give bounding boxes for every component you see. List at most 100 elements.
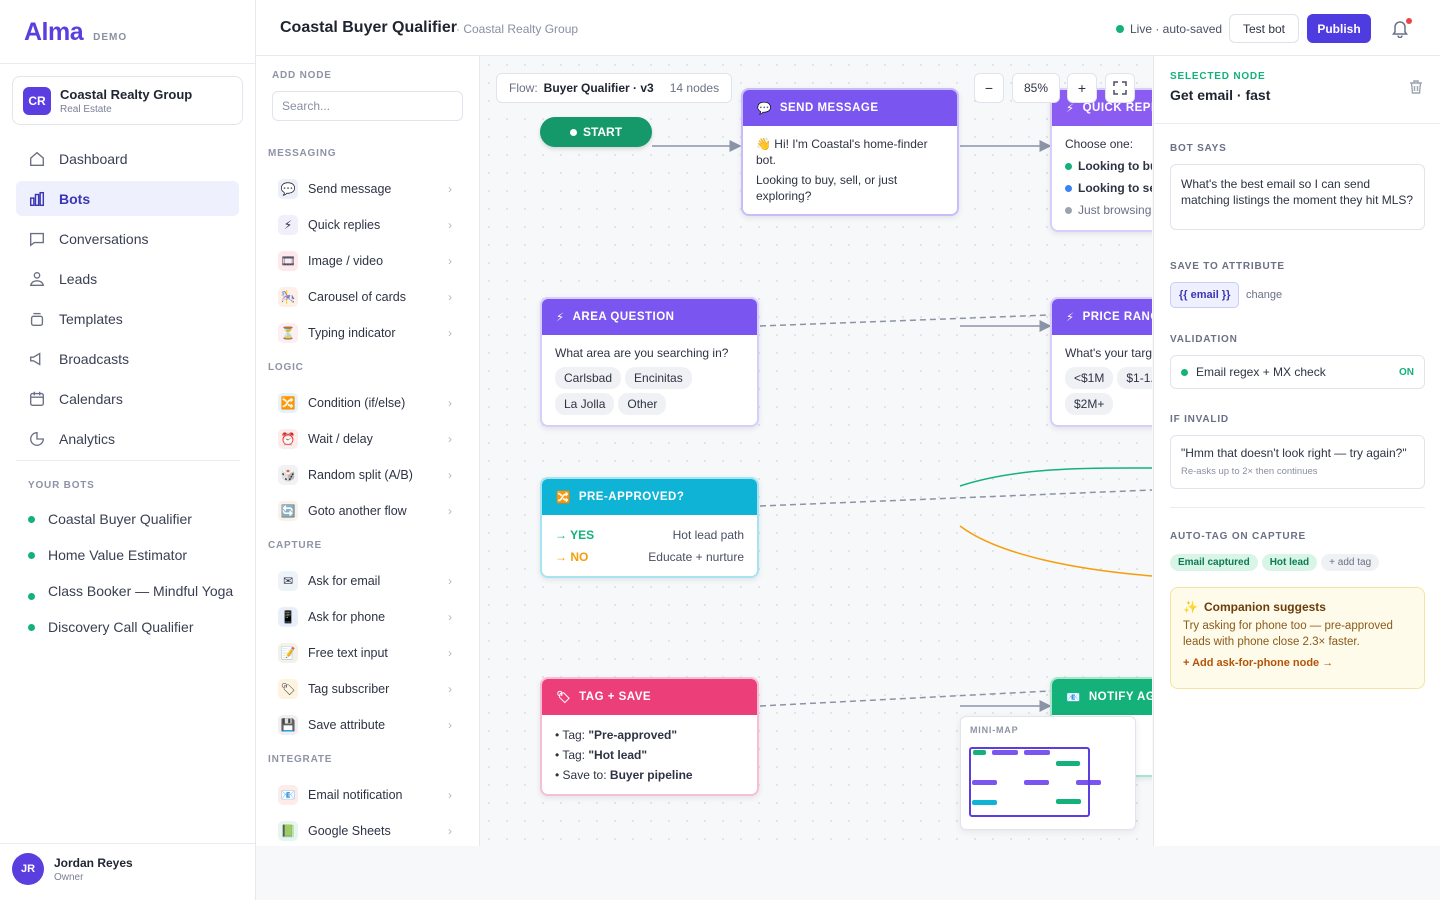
palette-item-label: Goto another flow <box>308 504 407 518</box>
save-attribute-label: SAVE TO ATTRIBUTE <box>1170 261 1285 272</box>
palette-item-tag-subscriber[interactable]: 🏷Tag subscriber› <box>268 671 468 707</box>
node-tag-save[interactable]: 🏷 TAG + SAVE • Tag: "Pre-approved" • Tag… <box>540 677 759 796</box>
bot-name: Coastal Buyer Qualifier <box>48 511 192 527</box>
palette-item-label: Email notification <box>308 788 403 802</box>
flow-canvas[interactable]: Flow: Buyer Qualifier · v3 14 nodes STAR… <box>480 56 1152 846</box>
palette-section-heading: LOGIC <box>268 362 304 373</box>
palette-item-ask-for-phone[interactable]: 📱Ask for phone› <box>268 599 468 635</box>
megaphone-icon <box>30 351 41 366</box>
minimap-node <box>1024 780 1049 785</box>
node-title: QUICK REPLIES <box>1082 102 1152 114</box>
palette-section-heading: INTEGRATE <box>268 754 333 765</box>
bot-says-textarea[interactable]: What's the best email so I can send matc… <box>1170 164 1425 230</box>
zoom-in-button[interactable]: + <box>1067 73 1097 103</box>
change-link[interactable]: change <box>1246 289 1283 301</box>
suggestion-text: Try asking for phone too — pre-approved … <box>1183 620 1393 648</box>
palette-item-label: Google Sheets <box>308 824 391 838</box>
connector-layer <box>652 140 1152 712</box>
test-bot-button[interactable]: Test bot <box>1229 14 1299 43</box>
bot-list-item[interactable]: Discovery Call Qualifier <box>28 618 238 636</box>
brand[interactable]: Alma DEMO <box>24 18 127 47</box>
bot-list-item[interactable]: Coastal Buyer Qualifier <box>28 510 238 528</box>
tag-chip[interactable]: Hot lead <box>1261 554 1318 571</box>
palette-item-image-video[interactable]: 🎞Image / video› <box>268 243 468 279</box>
validation-toggle[interactable]: Email regex + MX check ON <box>1170 355 1425 389</box>
workspace-type: Real Estate <box>60 103 112 115</box>
user-name: Jordan Reyes <box>54 855 133 870</box>
auto-tag-label: AUTO-TAG ON CAPTURE <box>1170 531 1306 542</box>
workspace-switcher[interactable]: CR Coastal Realty Group Real Estate <box>12 76 243 125</box>
palette-search-input[interactable]: Search... <box>272 91 463 121</box>
reply-intro: Choose one: <box>1065 137 1134 151</box>
companion-suggestion: ✨ Companion suggests Try asking for phon… <box>1170 587 1425 689</box>
chevron-right-icon: › <box>448 182 452 196</box>
node-header: 💬 SEND MESSAGE <box>743 90 957 126</box>
bot-list-item[interactable]: Home Value Estimator <box>28 546 238 564</box>
chat-icon <box>30 232 44 247</box>
add-phone-node-link[interactable]: + Add ask-for-phone node → <box>1183 657 1334 669</box>
tag-icon: 🏷 <box>556 692 572 704</box>
palette-item-label: Ask for phone <box>308 610 386 624</box>
lightning-icon: ⚡ <box>1066 103 1075 115</box>
node-type-icon: 🎲 <box>278 465 298 485</box>
nav-label: Broadcasts <box>59 350 130 367</box>
sparkle-icon: ✨ <box>1183 600 1198 614</box>
flow-name: Buyer Qualifier · v3 <box>543 81 654 95</box>
zoom-out-button[interactable]: − <box>974 73 1004 103</box>
palette-item-ask-for-email[interactable]: ✉Ask for email› <box>268 563 468 599</box>
palette-item-random-split-a-b[interactable]: 🎲Random split (A/B)› <box>268 457 468 493</box>
palette-item-save-attribute[interactable]: 💾Save attribute› <box>268 707 468 743</box>
blue-dot <box>1065 185 1072 192</box>
nav-item-broadcasts[interactable]: Broadcasts <box>16 341 239 376</box>
minimap-viewport[interactable] <box>969 747 1090 817</box>
node-send-message[interactable]: 💬 SEND MESSAGE 👋 Hi! I'm Coastal's home-… <box>741 88 959 216</box>
node-area-question[interactable]: ⚡ AREA QUESTION What area are you search… <box>540 297 759 427</box>
palette-item-free-text-input[interactable]: 📝Free text input› <box>268 635 468 671</box>
trash-icon[interactable] <box>1408 79 1424 95</box>
bell-icon[interactable] <box>1390 18 1410 38</box>
node-title: TAG + SAVE <box>579 691 652 703</box>
tag-chip[interactable]: Email captured <box>1170 554 1258 571</box>
palette-item-condition-if-else[interactable]: 🔀Condition (if/else)› <box>268 385 468 421</box>
fullscreen-icon <box>1113 81 1127 95</box>
user-menu[interactable]: JR Jordan Reyes Owner <box>12 853 133 885</box>
palette-item-goto-another-flow[interactable]: 🔄Goto another flow› <box>268 493 468 529</box>
minimap[interactable]: MINI-MAP <box>960 716 1136 830</box>
publish-button[interactable]: Publish <box>1307 14 1371 43</box>
nav-item-conversations[interactable]: Conversations <box>16 221 239 256</box>
minimap-node <box>1056 761 1080 766</box>
palette-item-wait-delay[interactable]: ⏰Wait / delay› <box>268 421 468 457</box>
node-price-range[interactable]: ⚡ PRICE RANGE What's your target price? … <box>1050 297 1152 427</box>
flow-info: Flow: Buyer Qualifier · v3 14 nodes <box>496 73 733 103</box>
zoom-level[interactable]: 85% <box>1012 73 1060 103</box>
section-gap <box>268 743 468 754</box>
start-node[interactable]: START <box>540 117 652 147</box>
add-tag-button[interactable]: + add tag <box>1321 554 1380 571</box>
attribute-token[interactable]: {{ email }} <box>1170 282 1240 308</box>
nav-item-dashboard[interactable]: Dashboard <box>16 141 239 176</box>
divider <box>1170 507 1425 508</box>
divider <box>1154 123 1440 124</box>
nav-item-bots[interactable]: Bots <box>16 181 239 216</box>
fullscreen-button[interactable] <box>1105 73 1135 103</box>
bot-list-item[interactable]: Class Booker — Mindful Yoga <box>28 582 238 600</box>
node-quick-replies[interactable]: ⚡ QUICK REPLIES Choose one: Looking to b… <box>1050 88 1152 232</box>
nav-item-templates[interactable]: Templates <box>16 301 239 336</box>
palette-item-quick-replies[interactable]: ⚡Quick replies› <box>268 207 468 243</box>
nav-item-leads[interactable]: Leads <box>16 261 239 296</box>
palette-item-email-notification[interactable]: 📧Email notification› <box>268 777 468 813</box>
palette-item-typing-indicator[interactable]: ⏳Typing indicator› <box>268 315 468 351</box>
chevron-right-icon: › <box>448 788 452 802</box>
invalid-message-field[interactable]: "Hmm that doesn't look right — try again… <box>1170 435 1425 489</box>
palette-item-carousel-of-cards[interactable]: 🎠Carousel of cards› <box>268 279 468 315</box>
palette-item-send-message[interactable]: 💬Send message› <box>268 171 468 207</box>
green-dot <box>1065 163 1072 170</box>
tag-line: • Save to: Buyer pipeline <box>555 768 693 782</box>
palette-item-label: Wait / delay <box>308 432 373 446</box>
nav-item-calendars[interactable]: Calendars <box>16 381 239 416</box>
nav-item-analytics[interactable]: Analytics <box>16 421 239 456</box>
palette-item-google-sheets[interactable]: 📗Google Sheets› <box>268 813 468 846</box>
chevron-right-icon: › <box>448 432 452 446</box>
